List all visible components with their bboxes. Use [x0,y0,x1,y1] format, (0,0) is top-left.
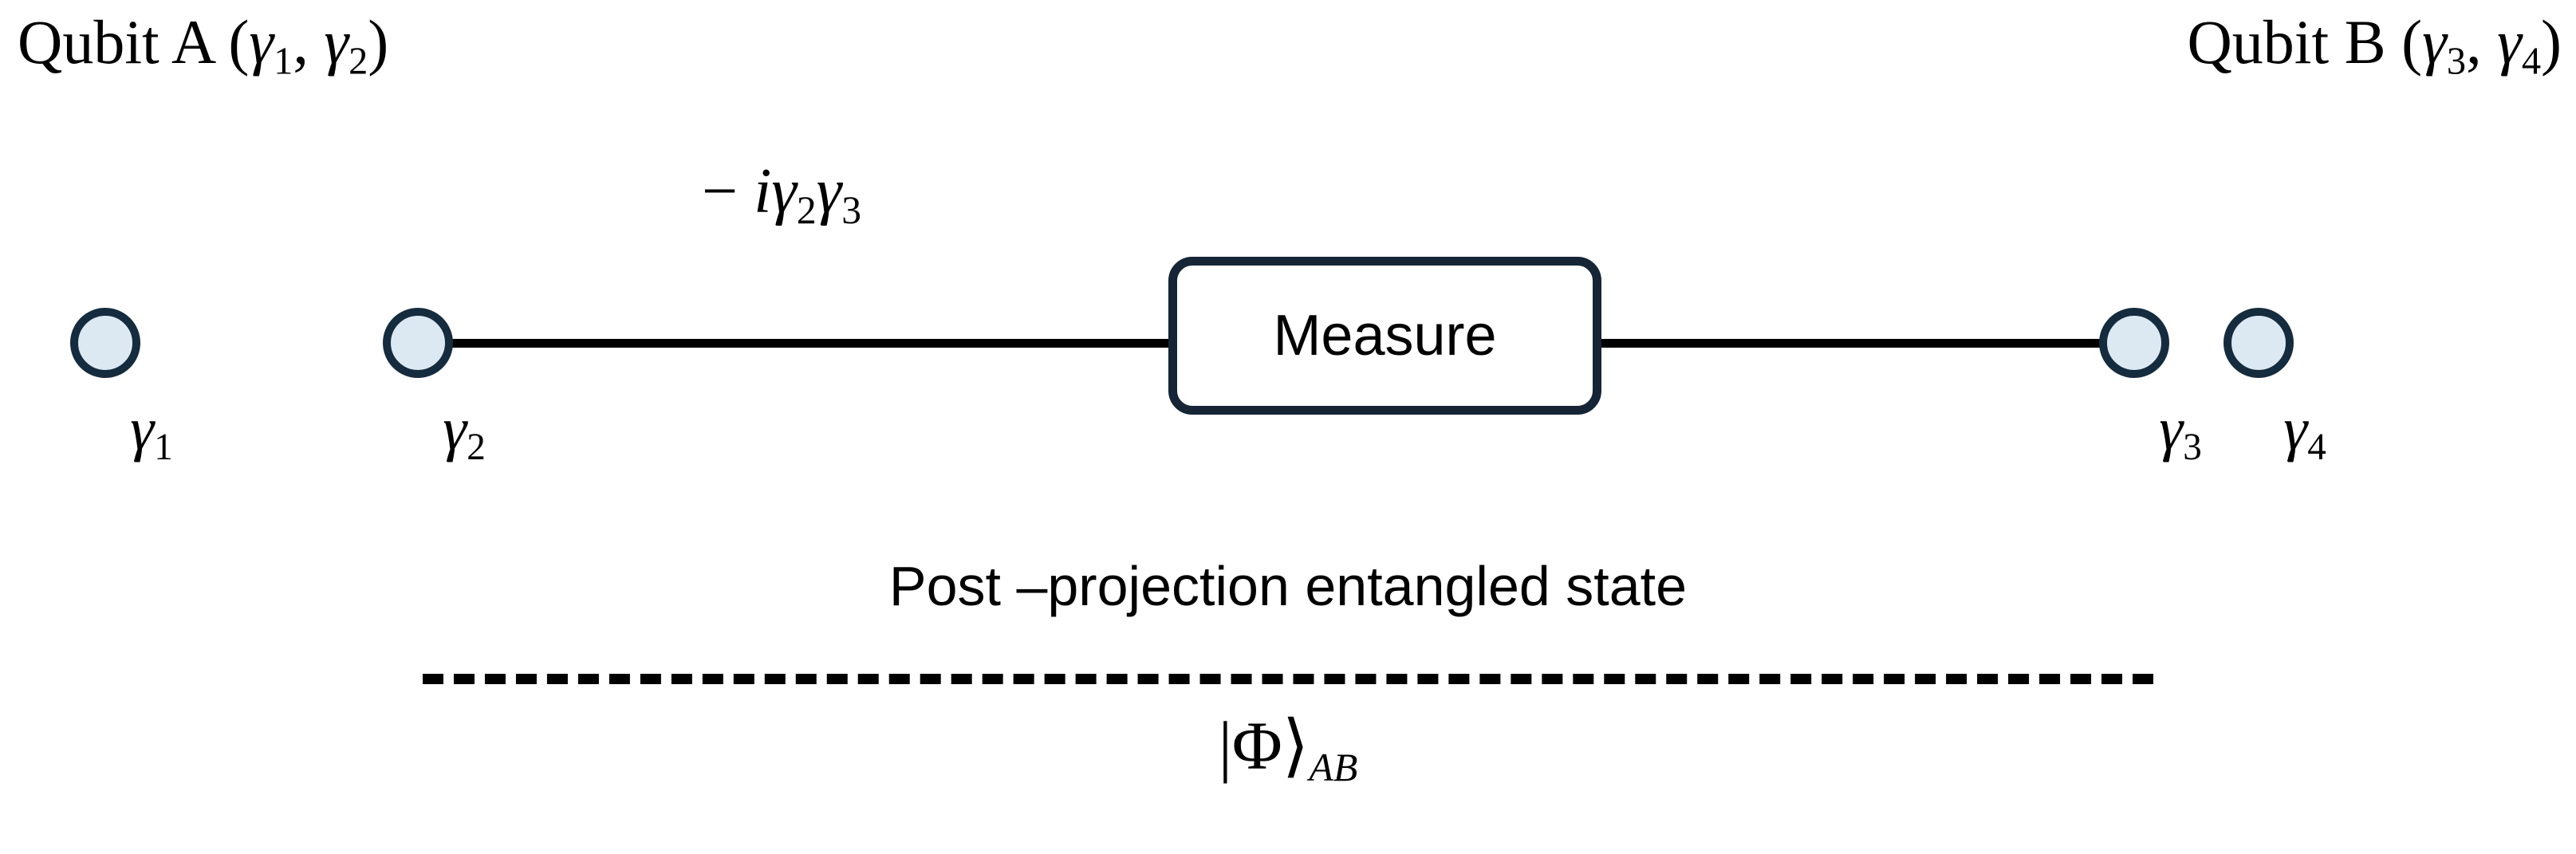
majorana-node-gamma2[interactable] [383,308,453,378]
node-caption-gamma4: γ4 [2225,399,2385,466]
node-gamma3-symbol: γ [2159,396,2184,462]
node-gamma2-subscript: 2 [467,427,486,469]
node-caption-gamma1: γ1 [72,399,231,466]
qubit-b-label: Qubit B (γ3, γ4) [2187,11,2562,81]
node-caption-gamma2: γ2 [384,399,544,466]
coupling-minus-sign: − [702,156,754,226]
qubit-b-gamma3-subscript: 3 [2446,40,2467,83]
qubit-b-suffix: ) [2541,7,2562,77]
majorana-node-gamma3[interactable] [2099,308,2169,378]
qubit-a-prefix: Qubit A ( [18,7,250,77]
qubit-a-gamma2-subscript: 2 [349,40,368,83]
node-gamma4-symbol: γ [2283,396,2308,462]
coupling-term-label: − iγ2γ3 [702,159,861,230]
majorana-node-gamma1[interactable] [70,308,140,378]
entangled-state-ket: |Φ⟩AB [0,711,2576,788]
coupling-imaginary-unit: i [754,156,772,226]
qubit-a-gamma1-subscript: 1 [274,40,293,83]
wire-gamma2-to-measure [451,339,1177,348]
coupling-gamma3-symbol: γ [816,156,842,226]
node-gamma4-subscript: 4 [2307,427,2326,469]
node-gamma2-symbol: γ [443,396,467,462]
ket-close-angle: ⟩ [1282,707,1310,784]
qubit-b-gamma4-subscript: 4 [2521,40,2542,83]
node-gamma1-symbol: γ [130,396,155,462]
qubit-a-separator: , [293,7,325,77]
ket-phi-symbol: Φ [1231,707,1282,784]
qubit-b-gamma4-symbol: γ [2497,7,2522,77]
qubit-a-gamma2-symbol: γ [324,7,349,77]
qubit-b-gamma3-symbol: γ [2422,7,2447,77]
ket-subscript-ab: AB [1309,745,1358,789]
node-gamma3-subscript: 3 [2183,427,2202,469]
coupling-gamma2-symbol: γ [771,156,797,226]
entanglement-dashed-line [423,674,2153,684]
measure-box-label: Measure [1273,304,1497,368]
coupling-gamma3-subscript: 3 [841,187,862,232]
qubit-b-separator: , [2466,7,2498,77]
coupling-gamma2-subscript: 2 [796,187,817,232]
post-projection-caption: Post –projection entangled state [888,555,1688,617]
measure-box[interactable]: Measure [1168,257,1601,415]
node-gamma1-subscript: 1 [154,427,173,469]
qubit-a-gamma1-symbol: γ [249,7,274,77]
qubit-b-prefix: Qubit B ( [2187,7,2423,77]
ket-open-bar: | [1218,707,1232,784]
wire-measure-to-gamma3 [1593,339,2109,348]
qubit-a-label: Qubit A (γ1, γ2) [18,11,388,81]
majorana-node-gamma4[interactable] [2223,308,2294,378]
qubit-a-suffix: ) [368,7,389,77]
node-caption-gamma3: γ3 [2101,399,2260,466]
